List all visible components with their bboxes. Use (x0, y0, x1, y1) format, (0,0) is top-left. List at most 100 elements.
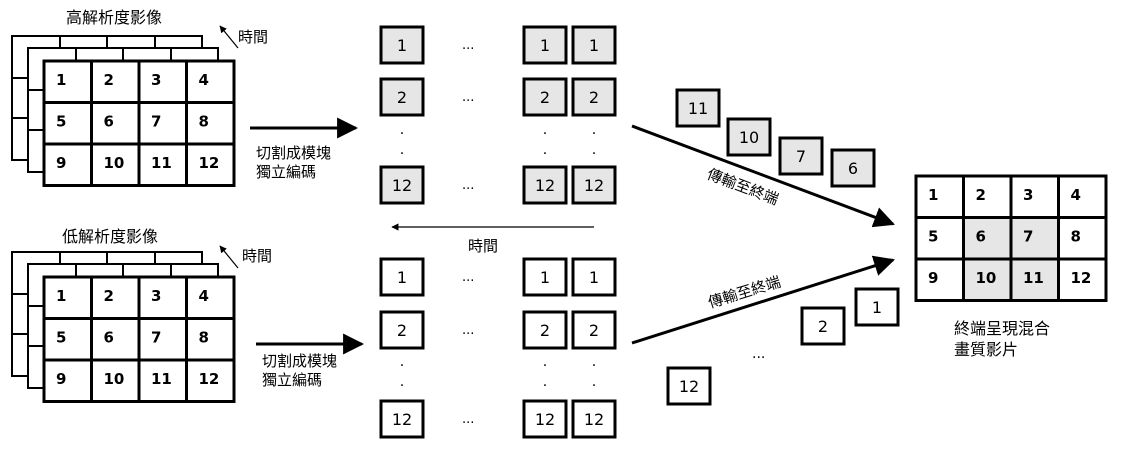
high-res-tile (379, 25, 425, 65)
low-stream-tile (854, 287, 900, 327)
low-stream-tile (666, 366, 712, 406)
low-res-vdot: . (543, 354, 547, 370)
low-res-tile-label: 1 (397, 268, 407, 287)
low-res-grid-cell-bg (139, 360, 187, 402)
result-grid-cell-bg (1058, 259, 1106, 301)
high-res-split-label-2: 獨立編碼 (256, 163, 316, 181)
result-grid-cell-bg (1011, 217, 1059, 259)
low-res-grid-cell-label: 1 (56, 287, 66, 305)
low-res-grid-cell-label: 9 (56, 370, 66, 388)
result-grid-cell-label: 11 (1023, 269, 1044, 287)
high-res-split-label-1: 切割成模塊 (256, 144, 331, 162)
high-res-tile (571, 165, 617, 205)
result-grid-cell-label: 10 (976, 269, 997, 287)
high-res-grid-cell-label: 4 (199, 71, 209, 89)
low-res-grid-cell-bg (91, 318, 139, 360)
low-res-tile-label: 2 (540, 321, 550, 340)
low-res-tile-label: 12 (535, 410, 555, 429)
high-res-grid-cell-bg (91, 102, 139, 144)
low-res-grid-cell-bg (139, 277, 187, 319)
low-res-vdot: . (543, 374, 547, 390)
high-res-grid-cell-bg (186, 102, 234, 144)
high-transmit-label: 傳輸至終端 (705, 165, 781, 209)
low-res-ellipsis: ... (462, 323, 474, 338)
low-res-tile-label: 2 (589, 321, 599, 340)
high-res-tile-label: 1 (589, 36, 599, 55)
high-res-tile-label: 2 (540, 88, 550, 107)
low-stream-ellipsis: ... (752, 346, 765, 362)
high-transmit-arrow (631, 124, 895, 228)
low-res-time-label: 時間 (242, 247, 272, 265)
high-res-ellipsis: ... (462, 178, 474, 193)
low-res-tile-label: 2 (397, 321, 407, 340)
high-res-tile-label: 1 (397, 36, 407, 55)
high-res-grid-cell-label: 2 (104, 71, 114, 89)
result-grid-cell-label: 7 (1023, 228, 1033, 246)
high-res-tile-label: 12 (535, 176, 555, 195)
low-res-grid-cell-bg (91, 277, 139, 319)
low-res-grid-cell-label: 4 (199, 287, 209, 305)
low-res-split-label-2: 獨立編碼 (262, 371, 322, 389)
result-grid-cell-bg (916, 176, 964, 218)
high-res-grid-cell-label: 11 (151, 154, 172, 172)
result-caption-2: 畫質影片 (954, 340, 1018, 359)
low-res-grid-cell-label: 12 (199, 370, 220, 388)
high-res-grid-cell-label: 12 (199, 154, 220, 172)
high-res-ellipsis: ... (462, 38, 474, 53)
middle-time-label: 時間 (468, 237, 498, 255)
low-res-grid-cell-bg (44, 318, 92, 360)
low-res-tile-label: 1 (589, 268, 599, 287)
low-res-grid-cell-bg (186, 360, 234, 402)
high-res-grid-cell-label: 6 (104, 113, 114, 131)
high-res-grid-cell-bg (186, 144, 234, 186)
high-res-title: 高解析度影像 (66, 8, 162, 27)
result-grid-cell-label: 12 (1071, 269, 1092, 287)
result-grid-cell-label: 4 (1071, 186, 1081, 204)
high-res-grid-cell-label: 5 (56, 113, 66, 131)
high-res-tile-label: 12 (584, 176, 604, 195)
low-res-grid-cell-label: 6 (104, 329, 114, 347)
low-res-split-label-1: 切割成模塊 (262, 352, 337, 370)
high-stream-tile-label: 7 (796, 147, 806, 166)
result-grid-cell-label: 1 (928, 186, 938, 204)
high-res-grid-cell-bg (139, 144, 187, 186)
result-grid-cell-bg (916, 259, 964, 301)
result-grid-cell-label: 3 (1023, 186, 1033, 204)
high-res-tile (571, 25, 617, 65)
low-res-grid-cell-bg (139, 318, 187, 360)
high-res-grid-cell-bg (44, 61, 92, 103)
low-res-tile (571, 399, 617, 439)
high-res-grid-cell-label: 8 (199, 113, 209, 131)
result-grid-cell-bg (1011, 259, 1059, 301)
low-res-grid-cell-bg (186, 318, 234, 360)
low-res-grid-cell-bg (186, 277, 234, 319)
low-res-grid-cell-bg (44, 360, 92, 402)
high-res-grid-cell-bg (44, 102, 92, 144)
high-stream-tile-label: 6 (848, 159, 858, 178)
low-res-grid-cell-label: 8 (199, 329, 209, 347)
low-res-tile-label: 1 (540, 268, 550, 287)
high-res-grid-cell-bg (44, 144, 92, 186)
high-res-tile-label: 12 (392, 176, 412, 195)
low-res-tile (571, 310, 617, 350)
low-res-ellipsis: ... (462, 270, 474, 285)
low-res-vdot: . (400, 374, 404, 390)
high-res-tile (522, 25, 568, 65)
result-grid-cell-label: 9 (928, 269, 938, 287)
low-res-grid-cell-label: 3 (151, 287, 161, 305)
low-res-tile (522, 399, 568, 439)
high-res-vdot: . (543, 142, 547, 158)
low-res-grid-cell-label: 10 (104, 370, 125, 388)
result-grid-cell-bg (1058, 176, 1106, 218)
high-res-grid-cell-label: 9 (56, 154, 66, 172)
high-res-grid-cell-bg (139, 102, 187, 144)
high-res-vdot: . (592, 142, 596, 158)
low-res-tile (522, 257, 568, 297)
result-grid-cell-bg (963, 259, 1011, 301)
high-res-grid-cell-bg (91, 144, 139, 186)
